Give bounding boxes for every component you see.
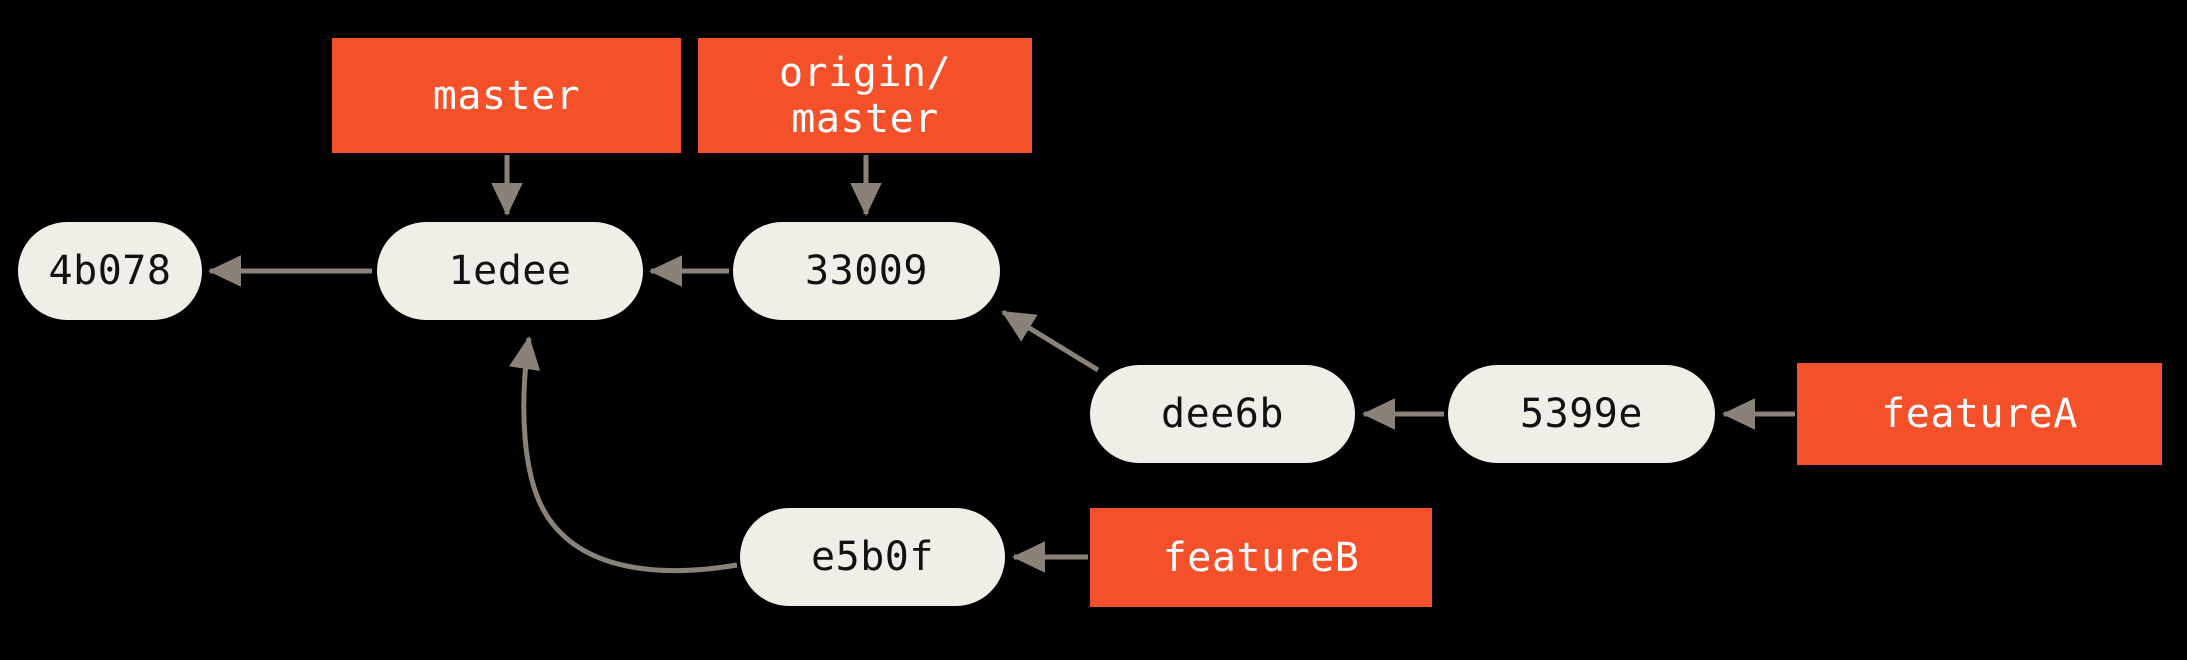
branch-label-featureB-text: featureB: [1162, 534, 1360, 581]
branch-label-featureB[interactable]: featureB: [1090, 508, 1432, 607]
branch-label-featureA-text: featureA: [1881, 391, 2078, 437]
commit-node-1edee[interactable]: 1edee: [377, 222, 643, 320]
commit-node-33009-text: 33009: [805, 248, 928, 294]
commit-node-dee6b-text: dee6b: [1161, 391, 1284, 437]
commit-node-e5b0f-text: e5b0f: [811, 534, 934, 580]
commit-node-5399e[interactable]: 5399e: [1448, 365, 1715, 463]
commit-node-5399e-text: 5399e: [1520, 391, 1643, 437]
commit-node-1edee-text: 1edee: [448, 248, 572, 294]
edge-e5b0f-to-1edee: [508, 336, 738, 574]
commit-node-dee6b[interactable]: dee6b: [1090, 365, 1355, 463]
branch-label-origin-master[interactable]: origin/ master: [698, 38, 1032, 153]
branch-label-featureA[interactable]: featureA: [1797, 363, 2162, 465]
branch-label-master-text: master: [432, 72, 581, 119]
branch-label-master[interactable]: master: [332, 38, 681, 153]
edge-dee6b-to-33009: [1001, 309, 1100, 373]
commit-node-e5b0f[interactable]: e5b0f: [740, 508, 1005, 606]
commit-node-4b078[interactable]: 4b078: [18, 222, 202, 320]
commit-node-33009[interactable]: 33009: [733, 222, 1000, 320]
commit-node-4b078-text: 4b078: [48, 248, 172, 294]
branch-label-origin-master-text: origin/ master: [778, 49, 952, 142]
